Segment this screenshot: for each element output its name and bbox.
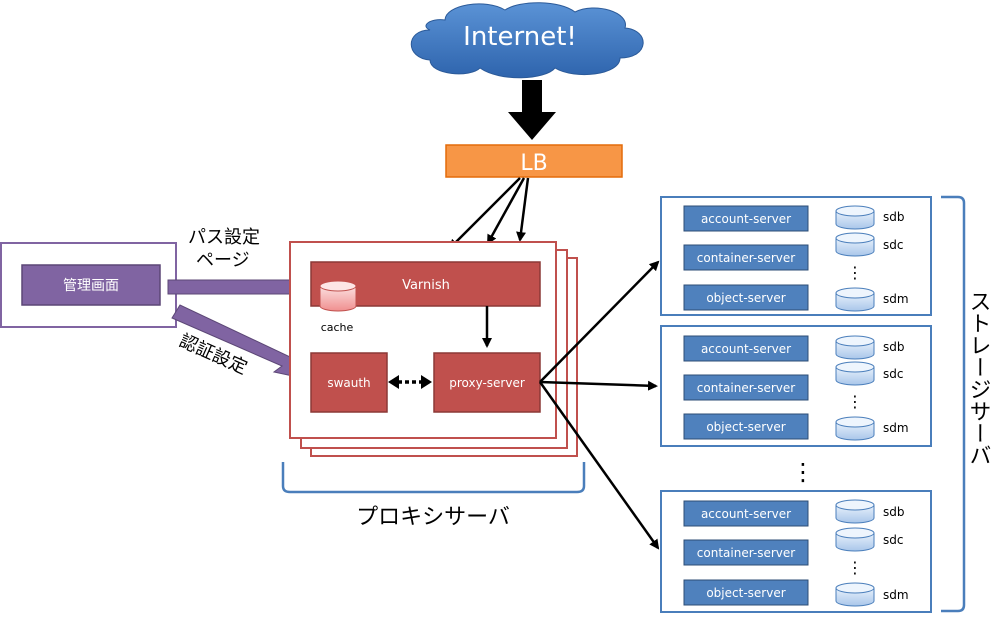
cache-label: cache: [321, 321, 354, 334]
lb-label: LB: [520, 151, 547, 176]
proxy-group-bracket: [281, 462, 586, 494]
object-server-label: object-server: [706, 420, 785, 434]
path-setting-label-2: ページ: [196, 250, 250, 271]
container-server-label: container-server: [697, 251, 795, 265]
disk-ellipsis: ⋮: [847, 392, 863, 411]
account-server-label: account-server: [701, 342, 791, 356]
disk-ellipsis: ⋮: [847, 558, 863, 577]
account-server-label: account-server: [701, 507, 791, 521]
varnish-label: Varnish: [402, 278, 450, 293]
disk-sdb-icon: [835, 335, 875, 360]
sdb-label: sdb: [883, 210, 905, 224]
storage-node-1: account-server container-server object-s…: [660, 196, 932, 316]
proxy-server-label: proxy-server: [449, 376, 525, 390]
disk-sdc-icon: [835, 527, 875, 552]
admin-panel: 管理画面: [0, 242, 177, 328]
disk-sdc-icon: [835, 232, 875, 257]
object-server-label: object-server: [706, 586, 785, 600]
load-balancer: LB: [445, 144, 623, 178]
swauth-proxy-link: [388, 375, 432, 389]
lb-to-proxy-arrows: [448, 177, 530, 250]
swauth-box: swauth: [310, 352, 388, 413]
internet-label: Internet!: [463, 22, 577, 52]
storage-node-3: account-server container-server object-s…: [660, 490, 932, 613]
path-setting-label-1: パス設定: [188, 227, 260, 248]
sdm-label: sdm: [883, 588, 909, 602]
internet-cloud: Internet!: [410, 2, 644, 79]
sdm-label: sdm: [883, 292, 909, 306]
container-server-label: container-server: [697, 546, 795, 560]
sdc-label: sdc: [883, 238, 903, 252]
storage-group-label: ストレージサーバ: [966, 290, 991, 466]
admin-screen-box: [21, 264, 161, 306]
swauth-label: swauth: [327, 376, 370, 390]
storage-group-bracket: [941, 195, 966, 613]
disk-sdm-icon: [835, 287, 875, 312]
admin-screen-label: 管理画面: [63, 278, 119, 294]
disk-sdb-icon: [835, 499, 875, 524]
sdm-label: sdm: [883, 421, 909, 435]
disk-ellipsis: ⋮: [847, 263, 863, 282]
nodes-ellipsis: ⋮: [791, 458, 815, 486]
object-server-label: object-server: [706, 291, 785, 305]
disk-sdb-icon: [835, 205, 875, 230]
sdb-label: sdb: [883, 340, 905, 354]
sdb-label: sdb: [883, 505, 905, 519]
sdc-label: sdc: [883, 367, 903, 381]
internet-to-lb-arrow: [508, 80, 556, 140]
disk-sdm-icon: [835, 416, 875, 441]
disk-sdc-icon: [835, 361, 875, 386]
account-server-label: account-server: [701, 212, 791, 226]
storage-node-2: account-server container-server object-s…: [660, 325, 932, 447]
sdc-label: sdc: [883, 533, 903, 547]
cache-cylinder-icon: [319, 280, 357, 312]
proxy-to-storage-arrows: [538, 260, 660, 550]
proxy-server-box: proxy-server: [433, 352, 541, 413]
proxy-group-label: プロキシサーバ: [356, 505, 510, 530]
container-server-label: container-server: [697, 381, 795, 395]
disk-sdm-icon: [835, 582, 875, 607]
path-setting-arrow: [167, 270, 305, 304]
